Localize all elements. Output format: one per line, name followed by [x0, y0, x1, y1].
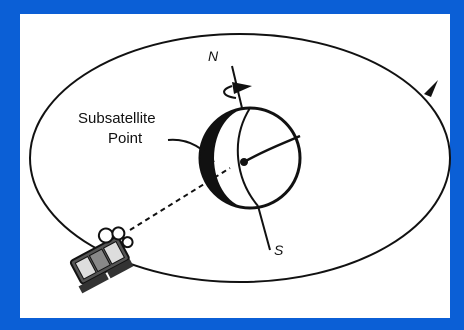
earth-axis-south	[258, 206, 270, 250]
north-pole-label: N	[208, 48, 218, 65]
orbit-direction-arrow-icon	[424, 80, 438, 97]
subsatellite-label-line2: Point	[108, 130, 142, 147]
earth-globe	[200, 108, 300, 208]
subsatellite-point-marker	[240, 158, 248, 166]
subsatellite-label-line1: Subsatellite	[78, 110, 156, 127]
satellite-nadir-line	[130, 168, 230, 230]
south-pole-label: S	[274, 242, 283, 259]
